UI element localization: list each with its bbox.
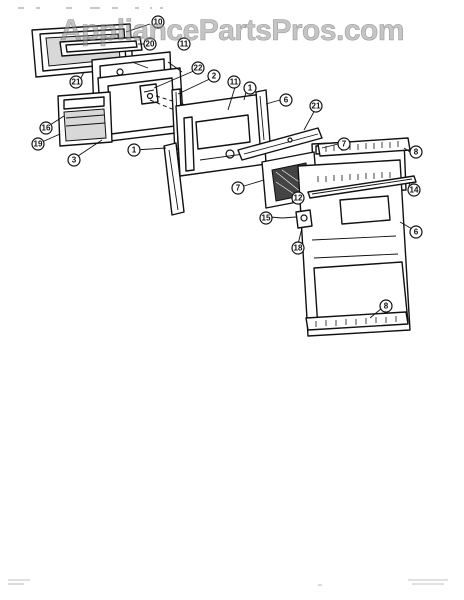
callout-markers (31, 15, 423, 313)
callout-circle (407, 183, 421, 197)
callout-circle (151, 15, 165, 29)
part-number-label: 8 (414, 148, 419, 157)
part-number-label: 1 (132, 146, 137, 155)
part-number-label: 11 (230, 78, 239, 87)
callout-circle (337, 137, 351, 151)
callout-circle (279, 93, 293, 107)
part-number-label: 14 (410, 186, 419, 195)
part-number-label: 7 (236, 184, 241, 193)
bottom-rail-part[interactable] (305, 311, 409, 331)
part-number-label: 21 (312, 102, 321, 111)
callout-circle (243, 81, 257, 95)
part-number-label: 16 (42, 124, 51, 133)
callout-circle (69, 75, 83, 89)
callout-circle (259, 211, 273, 225)
callout-circle (309, 99, 323, 113)
part-number-label: 21 (72, 78, 81, 87)
vertical-trim-left-part[interactable] (163, 142, 185, 216)
part-number-label: 8 (384, 302, 389, 311)
door-handle-part[interactable] (307, 175, 417, 199)
hinge-hardware-part[interactable] (281, 209, 313, 229)
part-number-label: 11 (180, 40, 189, 49)
callout-circle (379, 299, 393, 313)
callout-circle (31, 137, 45, 151)
window-frame-part[interactable] (59, 36, 143, 57)
callout-circle (291, 241, 305, 255)
callout-circle (409, 225, 423, 239)
part-number-label: 22 (194, 64, 203, 73)
part-number-label: 12 (294, 194, 303, 203)
callout-circle (291, 191, 305, 205)
footer-marks (8, 579, 448, 586)
door-bracket-part[interactable] (139, 83, 159, 105)
callout-circle (39, 121, 53, 135)
part-number-label: 6 (284, 96, 289, 105)
part-number-label: 19 (34, 140, 43, 149)
part-number-label: 20 (146, 40, 155, 49)
part-number-label: 3 (72, 156, 77, 165)
callout-circle (227, 75, 241, 89)
callout-circle (231, 181, 245, 195)
callout-circle (67, 153, 81, 167)
window-pack-part[interactable] (57, 91, 113, 147)
watermark: AppliancePartsPros.com (59, 14, 405, 48)
callout-circle (207, 69, 221, 83)
long-bar-part[interactable] (237, 127, 323, 161)
part-number-label: 1 (248, 84, 253, 93)
part-number-label: 7 (342, 140, 347, 149)
control-panel-part[interactable] (175, 93, 267, 177)
callout-circle (191, 61, 205, 75)
callout-labels: 10 20 11 21 22 2 16 19 3 1 11 1 6 21 7 8… (34, 18, 419, 311)
outer-door-panel-part[interactable] (297, 159, 411, 337)
callout-circle (127, 143, 141, 157)
part-number-label: 18 (294, 244, 303, 253)
callout-circle (409, 145, 423, 159)
part-number-label: 6 (414, 228, 419, 237)
callout-circle (143, 37, 157, 51)
part-number-label: 15 (262, 214, 271, 223)
part-number-label: 2 (212, 72, 217, 81)
callout-circle (177, 37, 191, 51)
part-number-label: 10 (154, 18, 163, 27)
